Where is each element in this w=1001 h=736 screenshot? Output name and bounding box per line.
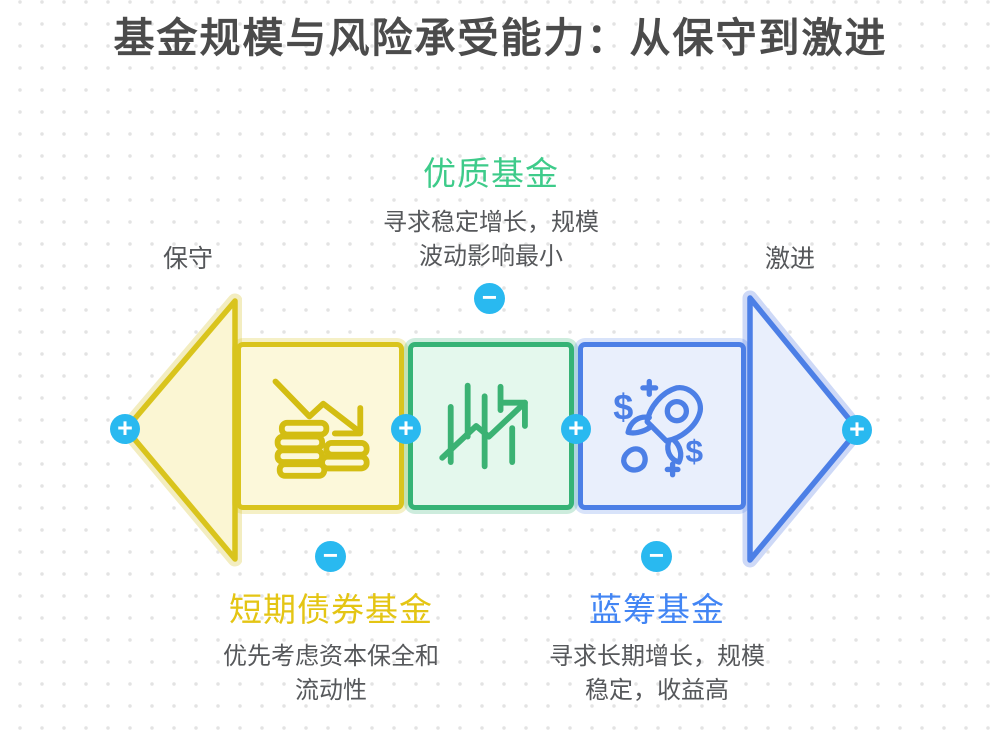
spectrum-label-conservative: 保守 [162, 245, 213, 273]
minus-badge-quality[interactable]: − [474, 281, 505, 314]
left-arrowhead [118, 293, 242, 567]
fund-desc-quality-line2: 波动影响最小 [419, 243, 563, 270]
minus-badge-blue-chip[interactable]: − [641, 539, 672, 572]
fund-desc-quality-line1: 寻求稳定增长，规模 [383, 209, 599, 236]
spectrum-label-aggressive: 激进 [764, 245, 815, 273]
fund-name-short-bond: 短期债券基金 [229, 591, 433, 628]
fund-desc-short-bond: 优先考虑资本保全和 流动性 [156, 640, 506, 708]
fund-desc-blue-chip-line2: 稳定，收益高 [585, 677, 729, 704]
stage-box-quality [408, 342, 574, 510]
plus-icon: + [849, 413, 865, 444]
page-title: 基金规模与风险承受能力：从保守到激进 [113, 15, 888, 61]
fund-desc-blue-chip-line1: 寻求长期增长，规模 [549, 643, 765, 670]
fund-desc-quality: 寻求稳定增长，规模 波动影响最小 [316, 206, 666, 274]
fund-name-quality: 优质基金 [423, 155, 559, 192]
minus-badge-short-bond[interactable]: − [315, 539, 346, 572]
minus-icon: − [322, 539, 339, 570]
coins-decline-icon [272, 378, 370, 479]
stage-box-blue-chip: $ $ [578, 342, 746, 510]
plus-icon: + [398, 412, 414, 443]
fund-name-blue-chip: 蓝筹基金 [589, 591, 725, 628]
growth-chart-icon [439, 382, 528, 470]
dollar-glyph: $ [685, 433, 703, 469]
minus-icon: − [481, 281, 498, 312]
dollar-glyph: $ [613, 387, 633, 428]
fund-desc-blue-chip: 寻求长期增长，规模 稳定，收益高 [482, 640, 832, 708]
fund-desc-short-bond-line1: 优先考虑资本保全和 [223, 643, 439, 670]
fund-desc-short-bond-line2: 流动性 [295, 677, 367, 704]
plus-badge-right-tip[interactable]: + [842, 413, 872, 445]
plus-badge-green-blue[interactable]: + [561, 412, 591, 444]
minus-icon: − [648, 539, 665, 570]
rocket-dollar-icon: $ $ [613, 378, 703, 478]
right-arrowhead [742, 290, 866, 568]
stage-box-short-bond [236, 342, 404, 510]
plus-badge-left-tip[interactable]: + [110, 412, 140, 444]
plus-icon: + [117, 412, 133, 443]
plus-badge-yellow-green[interactable]: + [391, 412, 421, 444]
plus-icon: + [568, 412, 584, 443]
